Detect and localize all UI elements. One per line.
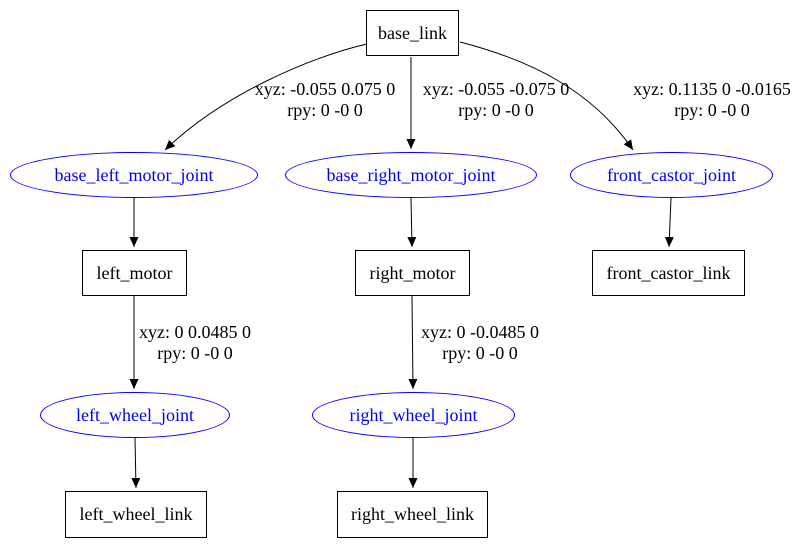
edge-label-xyz: xyz: -0.055 -0.075 0 bbox=[422, 79, 570, 99]
node-left-wheel-link: left_wheel_link bbox=[65, 491, 207, 538]
node-front-castor-link: front_castor_link bbox=[592, 250, 745, 296]
node-base-link: base_link bbox=[366, 10, 459, 56]
node-left-motor: left_motor bbox=[82, 250, 187, 296]
edge-front_castor_joint-to-front_castor_link bbox=[664, 197, 674, 248]
edge-right_motor-to-right_wheel_joint bbox=[408, 295, 418, 390]
edge-label-left-motor-to-wheel-joint: xyz: 0 0.0485 0 rpy: 0 -0 0 bbox=[131, 322, 259, 364]
edge-left_wheel_joint-to-left_wheel_link bbox=[131, 437, 141, 489]
edge-label-base-to-left-motor-joint: xyz: -0.055 0.075 0 rpy: 0 -0 0 bbox=[244, 79, 406, 121]
edge-label-base-to-front-castor-joint: xyz: 0.1135 0 -0.0165 rpy: 0 -0 0 bbox=[626, 79, 798, 121]
edge-label-rpy: rpy: 0 -0 0 bbox=[674, 100, 750, 120]
node-base-left-motor-joint: base_left_motor_joint bbox=[10, 152, 258, 198]
edge-label-rpy: rpy: 0 -0 0 bbox=[458, 100, 534, 120]
edge-label-xyz: xyz: -0.055 0.075 0 bbox=[254, 79, 396, 99]
edge-label-base-to-right-motor-joint: xyz: -0.055 -0.075 0 rpy: 0 -0 0 bbox=[413, 79, 579, 121]
edge-base_right_motor_joint-to-right_motor bbox=[407, 197, 417, 248]
edge-base_link-to-front_castor_joint bbox=[459, 41, 634, 151]
node-base-right-motor-joint: base_right_motor_joint bbox=[285, 152, 537, 198]
edge-base_link-to-base_left_motor_joint bbox=[164, 43, 368, 151]
edge-label-right-motor-to-wheel-joint: xyz: 0 -0.0485 0 rpy: 0 -0 0 bbox=[410, 322, 550, 364]
node-right-wheel-link: right_wheel_link bbox=[337, 491, 488, 538]
edge-label-xyz: xyz: 0.1135 0 -0.0165 bbox=[633, 79, 791, 99]
edge-label-xyz: xyz: 0 0.0485 0 bbox=[139, 322, 251, 342]
node-right-motor: right_motor bbox=[355, 250, 470, 296]
edge-label-rpy: rpy: 0 -0 0 bbox=[442, 343, 518, 363]
node-front-castor-joint: front_castor_joint bbox=[570, 152, 773, 198]
node-right-wheel-joint: right_wheel_joint bbox=[312, 392, 515, 438]
edge-label-rpy: rpy: 0 -0 0 bbox=[157, 343, 233, 363]
node-left-wheel-joint: left_wheel_joint bbox=[40, 392, 230, 438]
edge-label-xyz: xyz: 0 -0.0485 0 bbox=[421, 322, 539, 342]
edge-label-rpy: rpy: 0 -0 0 bbox=[287, 100, 363, 120]
